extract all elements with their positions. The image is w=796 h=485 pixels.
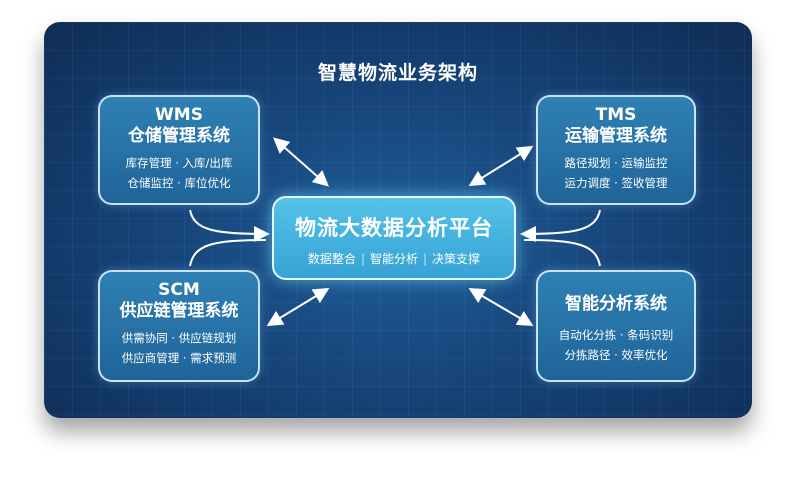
module-scm[interactable]: SCM 供应链管理系统 供需协同 · 供应链规划 供应商管理 · 需求预测 xyxy=(98,270,260,382)
diagram-title: 智慧物流业务架构 xyxy=(317,62,478,84)
module-line: 路径规划 · 运输监控 xyxy=(564,156,668,170)
connector-arrows xyxy=(189,137,601,327)
flow-scm-center xyxy=(189,239,267,267)
module-line: 仓储监控 · 库位优化 xyxy=(127,176,231,190)
feature-item: 智能分析 xyxy=(369,252,418,266)
module-line: 供应商管理 · 需求预测 xyxy=(121,351,237,365)
module-line: 自动化分拣 · 条码识别 xyxy=(558,328,674,342)
module-code: SCM xyxy=(158,280,200,300)
feature-item: 决策支撑 xyxy=(432,252,481,266)
platform-title: 物流大数据分析平台 xyxy=(295,216,493,240)
platform-features: 数据整合 | 智能分析 | 决策支撑 xyxy=(274,250,514,267)
module-line: 分拣路径 · 效率优化 xyxy=(564,348,668,362)
feature-item: 数据整合 xyxy=(307,252,356,266)
arrow-scm-center xyxy=(266,287,330,327)
arrow-wms-center xyxy=(272,137,330,187)
module-line: 运力调度 · 签收管理 xyxy=(564,176,668,190)
module-intelligent-analysis[interactable]: 智能分析系统 自动化分拣 · 条码识别 分拣路径 · 效率优化 xyxy=(536,270,696,382)
module-name: 智能分析系统 xyxy=(565,294,667,314)
flow-ai-center xyxy=(523,239,601,267)
arrow-tms-center xyxy=(468,145,534,187)
module-line: 供需协同 · 供应链规划 xyxy=(121,331,237,345)
module-line: 库存管理 · 入库/出库 xyxy=(125,156,233,170)
central-platform[interactable]: 物流大数据分析平台 数据整合 | 智能分析 | 决策支撑 xyxy=(272,196,516,280)
flow-tms-center xyxy=(520,209,601,242)
module-tms[interactable]: TMS 运输管理系统 路径规划 · 运输监控 运力调度 · 签收管理 xyxy=(536,95,696,205)
module-name: 供应链管理系统 xyxy=(119,301,239,321)
module-name: 仓储管理系统 xyxy=(128,126,230,146)
module-code: TMS xyxy=(595,105,637,125)
feature-separator: | xyxy=(423,252,428,266)
module-name: 运输管理系统 xyxy=(565,126,667,146)
diagram-panel: 智慧物流业务架构 WMS 仓储管理系统 库存管理 · 入库/出库 仓储监控 · … xyxy=(44,22,752,418)
feature-separator: | xyxy=(360,252,365,266)
module-code: WMS xyxy=(155,105,203,125)
arrow-ai-center xyxy=(468,287,534,327)
module-wms[interactable]: WMS 仓储管理系统 库存管理 · 入库/出库 仓储监控 · 库位优化 xyxy=(98,95,260,205)
flow-wms-center xyxy=(189,209,270,242)
